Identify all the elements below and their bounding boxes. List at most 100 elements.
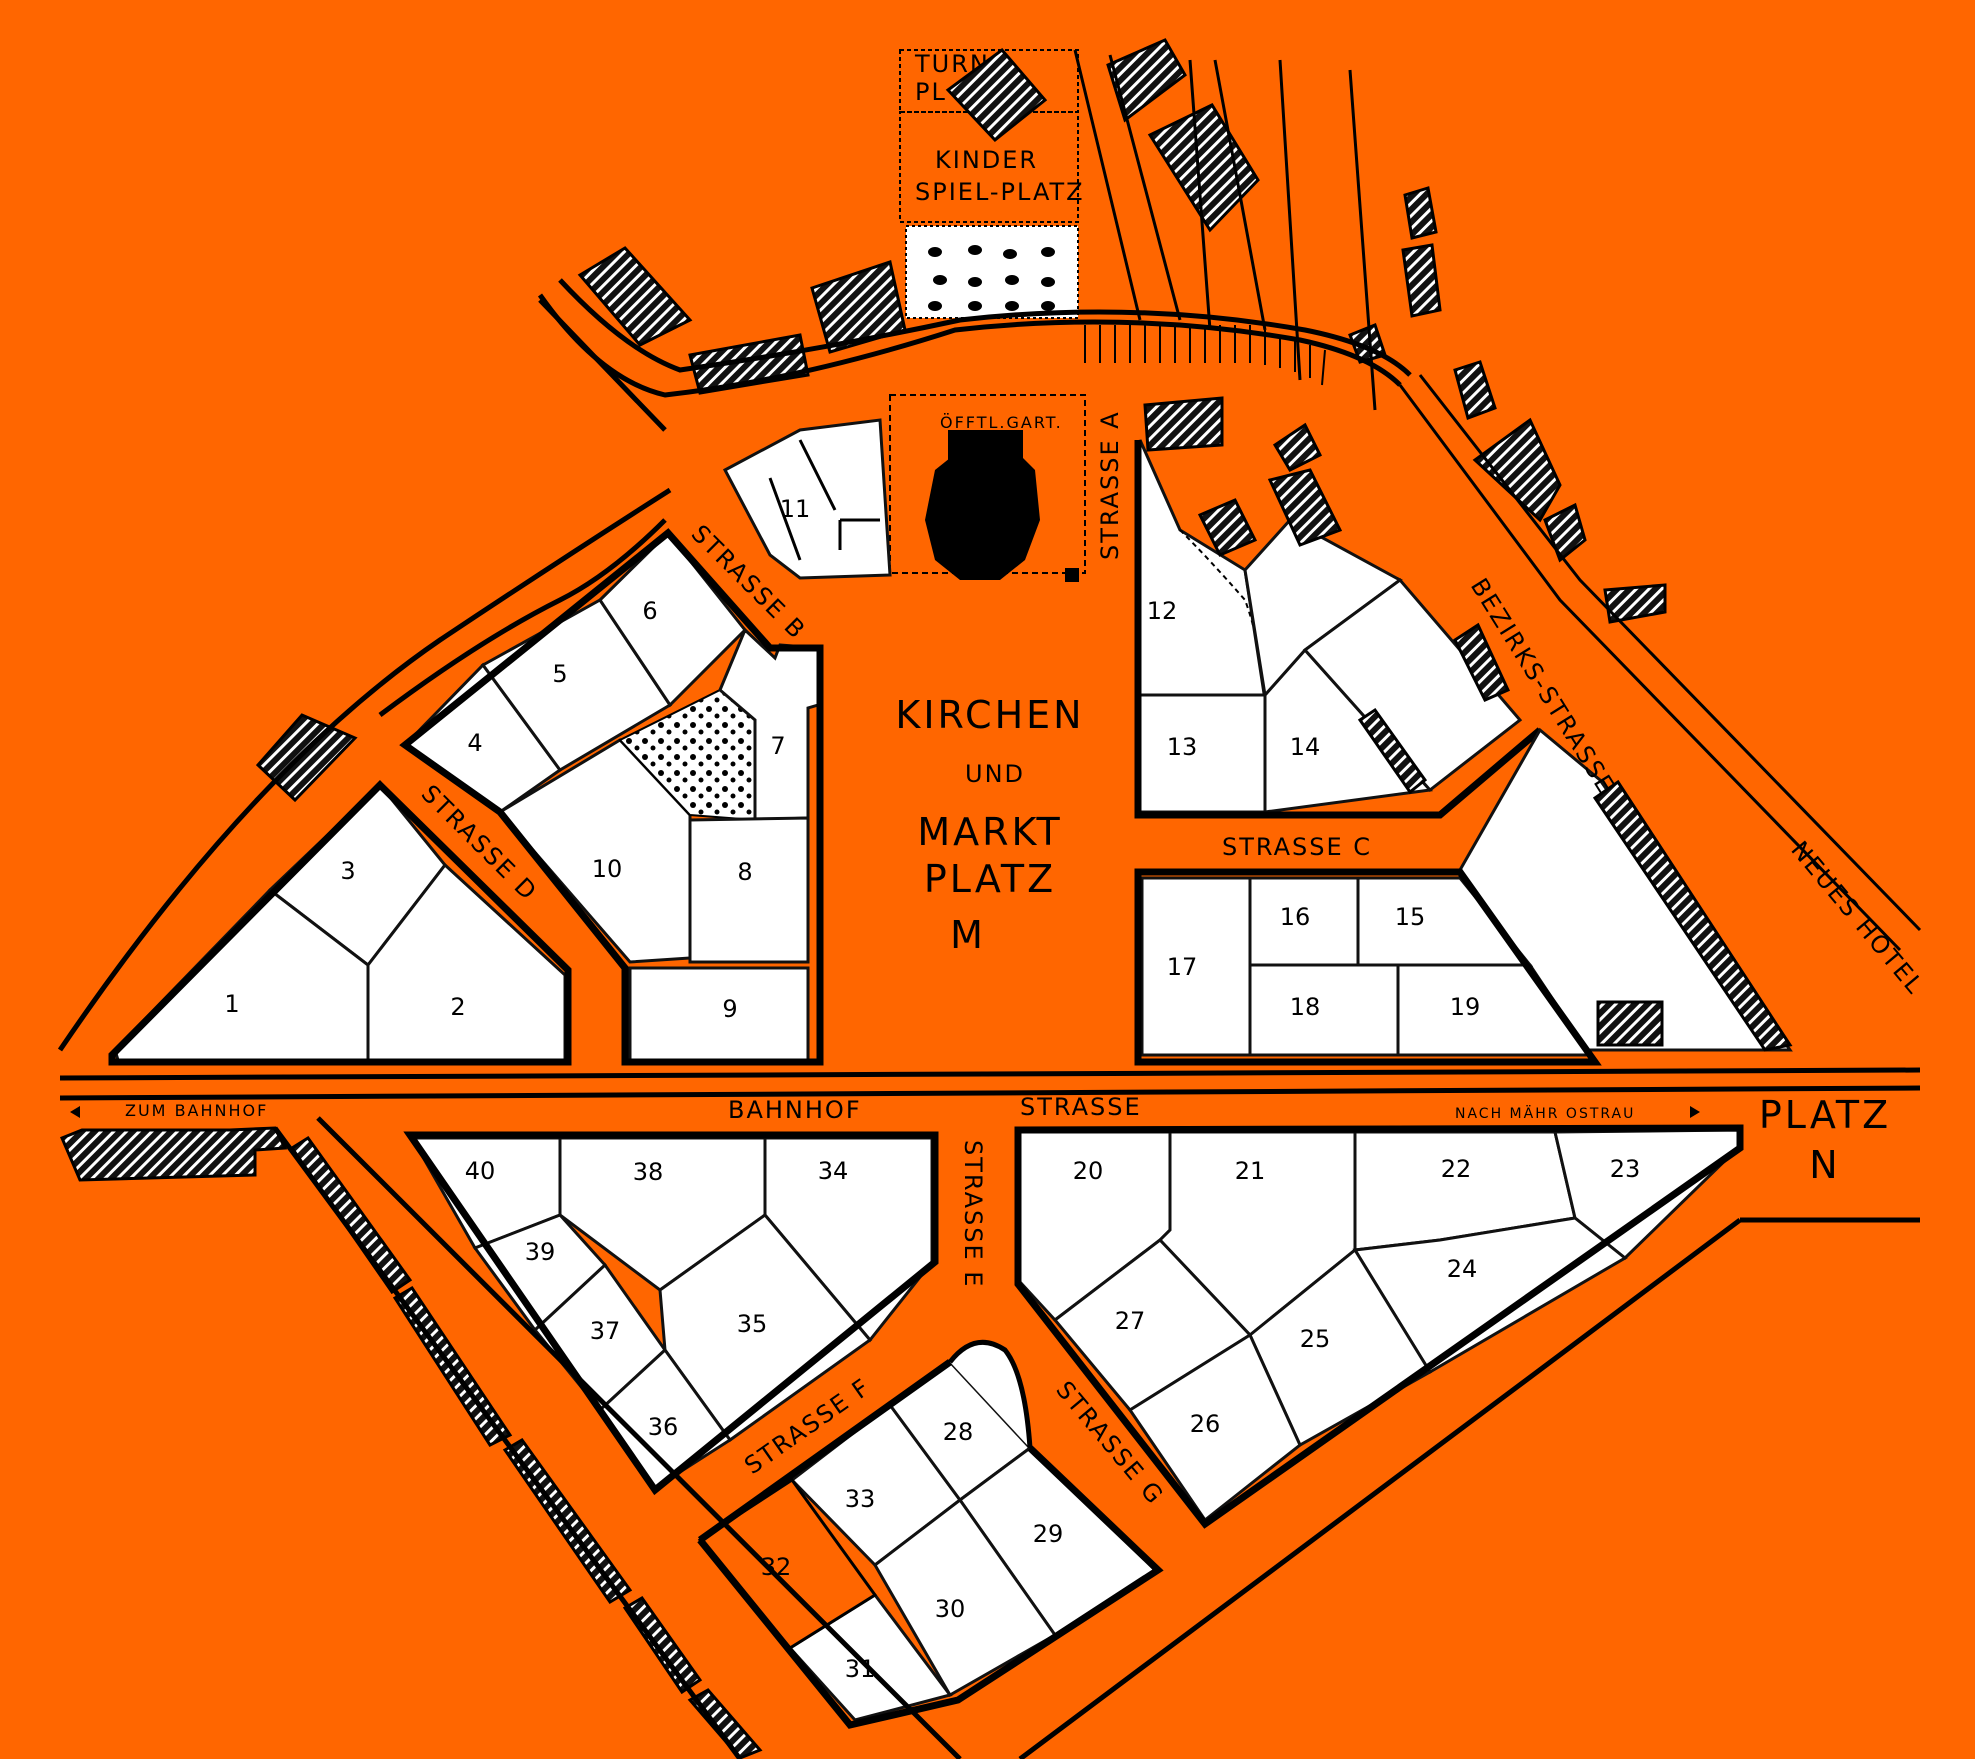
se-road-edge — [1018, 1217, 1920, 1759]
lot-number: 9 — [722, 995, 737, 1023]
platz-label: PLATZ — [924, 857, 1056, 901]
e-block-edge — [1134, 868, 1602, 1066]
building — [577, 246, 693, 347]
lot-number: 35 — [737, 1310, 768, 1338]
building — [945, 47, 1048, 143]
w-block-edge — [108, 780, 572, 1066]
lot-number: 36 — [648, 1413, 679, 1441]
lot-number: 40 — [465, 1157, 496, 1185]
building — [1603, 583, 1667, 624]
kirchen-label: KIRCHEN — [895, 693, 1084, 737]
building — [1592, 779, 1793, 1052]
ne-road-line — [1398, 374, 1922, 952]
lot-number: 17 — [1167, 953, 1198, 981]
building — [289, 1135, 413, 1295]
lot-26 — [1127, 1332, 1302, 1523]
building — [1401, 243, 1442, 318]
nw-road-edge-2 — [378, 298, 667, 718]
lot-number: 22 — [1441, 1155, 1472, 1183]
lot-32-dashes — [789, 1594, 876, 1649]
lot-number: 26 — [1190, 1410, 1221, 1438]
lot-number: 2 — [450, 993, 465, 1021]
building — [1147, 103, 1260, 233]
road-stripes — [1084, 325, 1326, 386]
lot-number: 20 — [1073, 1157, 1104, 1185]
lot-number: 31 — [845, 1655, 876, 1683]
ne-block-edge — [1134, 440, 1543, 819]
lot-number: 6 — [642, 597, 657, 625]
platz-n-label: PLATZ — [1759, 1093, 1891, 1137]
lot-number: 29 — [1033, 1520, 1064, 1548]
und-label: UND — [965, 760, 1025, 788]
building — [1403, 186, 1438, 240]
lot-number: 25 — [1300, 1325, 1331, 1353]
strasse-e-label: STRASSE E — [959, 1140, 987, 1288]
lot-number: 3 — [340, 857, 355, 885]
lot-35 — [658, 1212, 873, 1443]
lot-number: 23 — [1610, 1155, 1641, 1183]
building — [60, 1126, 288, 1182]
lot-number: 11 — [780, 495, 811, 523]
bahnhofstrasse-south-edge — [59, 1085, 1921, 1101]
lot-number: 5 — [552, 660, 567, 688]
arrow-icon — [70, 1106, 80, 1118]
building — [255, 713, 358, 803]
building — [1272, 422, 1323, 472]
lot-number: 19 — [1450, 993, 1481, 1021]
kinder-label: KINDER — [935, 146, 1038, 174]
kinderspielplatz-area — [899, 111, 1079, 223]
lot-number: 24 — [1447, 1255, 1478, 1283]
lot-number: 28 — [943, 1418, 974, 1446]
building — [1106, 38, 1187, 123]
ne-road-line — [1073, 49, 1377, 411]
lot-division — [768, 439, 880, 561]
lot-13 — [1138, 693, 1267, 814]
nach-ostrau-label: NACH MÄHR OSTRAU — [1455, 1104, 1635, 1122]
s-block-edge — [697, 1359, 1164, 1729]
lot-number: 1 — [224, 990, 239, 1018]
lot-number: 16 — [1280, 903, 1311, 931]
lot-number: 8 — [737, 858, 752, 886]
lot-18 — [1248, 963, 1400, 1057]
lot-number: 30 — [935, 1595, 966, 1623]
lot-number: 14 — [1290, 733, 1321, 761]
lot-number: 38 — [633, 1158, 664, 1186]
lot-number: 13 — [1167, 733, 1198, 761]
lot-9 — [628, 966, 810, 1062]
strasse-a-label: STRASSE A — [1096, 410, 1124, 560]
sw-road-edge — [272, 1116, 962, 1759]
building — [1143, 396, 1224, 452]
strasse-c-label: STRASSE C — [1222, 833, 1372, 861]
building — [687, 1688, 763, 1759]
n-label: N — [1809, 1143, 1840, 1187]
lot-number: 33 — [845, 1485, 876, 1513]
strasse-label: STRASSE — [1020, 1093, 1142, 1121]
pl-label: PL — [915, 78, 947, 106]
lot-number: 39 — [525, 1238, 556, 1266]
lot-number: 34 — [818, 1157, 849, 1185]
lot-number: 10 — [592, 855, 623, 883]
lot-11 — [722, 418, 892, 580]
markt-label: MARKT — [917, 810, 1062, 854]
lot-number: 4 — [467, 729, 482, 757]
spielplatz-label: SPIEL-PLATZ — [915, 178, 1085, 206]
lot-number: 12 — [1147, 597, 1178, 625]
building — [1197, 498, 1258, 557]
building — [1453, 360, 1497, 420]
lot-number: 18 — [1290, 993, 1321, 1021]
nw-road-edge — [57, 487, 672, 1052]
tree-dots — [928, 245, 1055, 311]
se-block-edge — [1014, 1124, 1744, 1529]
building — [1596, 1000, 1664, 1047]
lot-8 — [688, 816, 810, 964]
apse-curve — [948, 1339, 1033, 1449]
lot-number: 37 — [590, 1317, 621, 1345]
building — [1453, 622, 1511, 702]
garden-label: ÖFFTL.GART. — [940, 413, 1063, 432]
lot-number: 32 — [761, 1553, 792, 1581]
bahnhofstrasse-north-edge — [59, 1067, 1921, 1081]
m-label: M — [950, 913, 986, 957]
building — [622, 1596, 703, 1695]
church-icon — [925, 430, 1079, 582]
nw-block-edge — [399, 528, 824, 1066]
